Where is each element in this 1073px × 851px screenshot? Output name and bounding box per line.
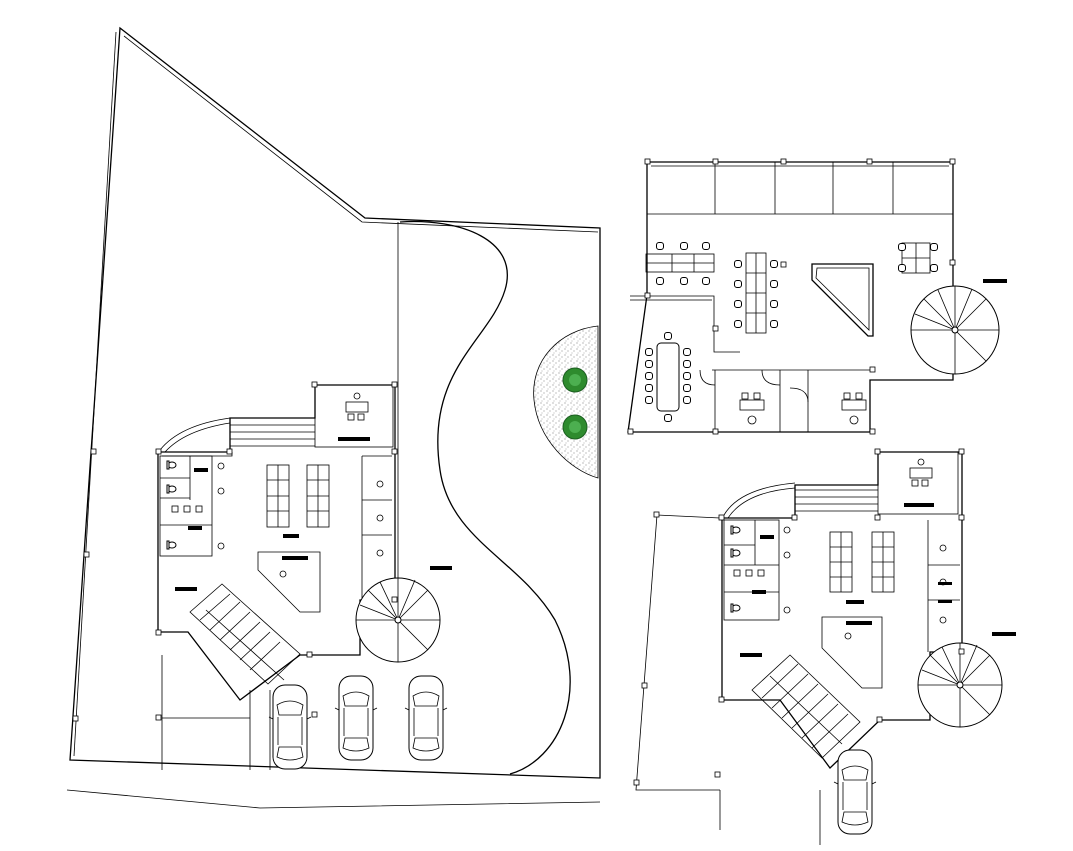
main-staircase: [189, 583, 301, 685]
car-4: [833, 749, 877, 835]
gravel-garden: [533, 325, 599, 479]
workstation-cluster-d: [871, 531, 895, 593]
plot-boundary: [69, 26, 601, 779]
workstation-table-upper: [745, 252, 767, 334]
workstation-cluster-b: [306, 464, 330, 528]
car-2: [334, 675, 378, 761]
upper-floor-plan: [627, 158, 1007, 435]
spiral-staircase-ground: [917, 642, 1003, 728]
tree-2: [562, 414, 588, 440]
site-plan: [66, 26, 601, 809]
car-1: [268, 684, 312, 770]
spiral-staircase-upper: [910, 285, 1000, 375]
spiral-staircase-site: [355, 577, 441, 663]
workstation-cluster-c: [829, 531, 853, 593]
garden-curve-path: [399, 220, 571, 775]
main-staircase-ground: [751, 654, 861, 759]
ground-floor-plan: [633, 448, 1016, 845]
workstation-cluster-a: [266, 464, 290, 528]
car-3: [404, 675, 448, 761]
road-edge: [66, 789, 601, 809]
tree-1: [562, 367, 588, 393]
